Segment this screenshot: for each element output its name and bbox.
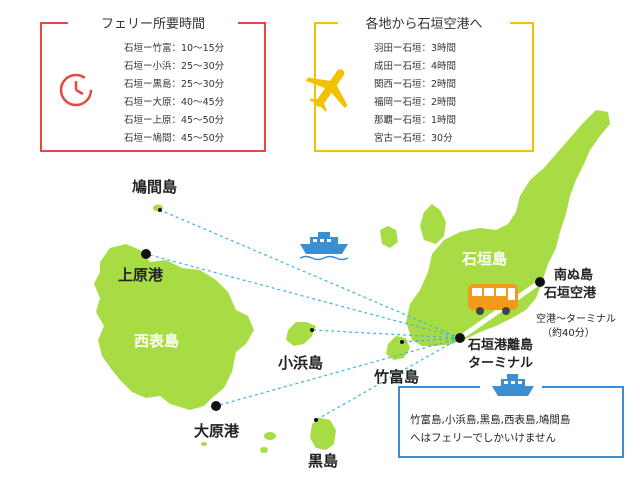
ishigaki-island xyxy=(406,110,610,346)
flight-route-row: 羽田ー石垣：3時間 xyxy=(374,43,457,54)
label-hatoma: 鳩間島 xyxy=(132,178,178,196)
route-ohara xyxy=(215,337,461,407)
ship-icon xyxy=(490,372,536,402)
taketomi-island xyxy=(386,336,410,360)
label-airport-line1: 南ぬ島 xyxy=(554,268,594,283)
route-kuroshima xyxy=(315,337,461,421)
iriomote-island xyxy=(94,244,254,410)
note-line-2: へはフェリーでしかいけません xyxy=(410,432,557,444)
port-dot-kuroshima xyxy=(314,418,318,422)
port-dot-taketomi xyxy=(400,340,404,344)
kohama-island xyxy=(286,322,316,346)
flight-times-title: 各地から石垣空港へ xyxy=(316,13,532,32)
note-line-1: 竹富島,小浜島,黒島,西表島,鳩間島 xyxy=(410,414,571,426)
clock-icon xyxy=(59,73,93,107)
bus-route-label: 空港〜ターミナル xyxy=(536,314,616,325)
route-taketomi xyxy=(401,337,461,343)
ishigaki-peninsula xyxy=(420,204,446,244)
ferry-times-title: フェリー所要時間 xyxy=(42,13,264,32)
flight-times-box: 各地から石垣空港へ 羽田ー石垣：3時間 成田ー石垣：4時間 関西ー石垣：2時間 … xyxy=(305,17,534,152)
islet xyxy=(260,447,268,453)
label-ohara: 大原港 xyxy=(194,422,240,440)
label-terminal-line1: 石垣港離島 xyxy=(468,338,534,353)
port-dot-kohama xyxy=(310,328,314,332)
label-kuroshima: 黒島 xyxy=(308,452,339,470)
flight-route-row: 福岡ー石垣：2時間 xyxy=(374,97,457,108)
port-dot-hatoma xyxy=(158,208,162,212)
airplane-icon xyxy=(305,69,348,112)
port-dot-airport xyxy=(535,277,545,287)
label-iriomote: 西表島 xyxy=(134,332,180,350)
ferry-only-note: 竹富島,小浜島,黒島,西表島,鳩間島 へはフェリーでしかいけません xyxy=(398,372,624,458)
ferry-route-row: 石垣ー上原：45〜50分 xyxy=(124,115,225,126)
label-airport-line2: 石垣空港 xyxy=(544,286,597,301)
label-taketomi: 竹富島 xyxy=(374,368,420,386)
route-kohama xyxy=(311,329,461,339)
bus-duration-label: （約40分） xyxy=(542,328,595,339)
ferry-route-row: 石垣ー鳩間：45〜50分 xyxy=(124,133,225,144)
port-dot-uehara xyxy=(141,249,151,259)
ferry-route-row: 石垣ー小浜：25〜30分 xyxy=(124,61,225,72)
label-ishigaki: 石垣島 xyxy=(462,250,508,268)
label-kohama: 小浜島 xyxy=(278,354,324,372)
port-dot-terminal xyxy=(455,333,465,343)
flight-route-row: 宮古ー石垣：30分 xyxy=(374,133,453,144)
ferry-route-row: 石垣ー黒島：25〜30分 xyxy=(124,79,225,90)
ferry-route-row: 石垣ー竹富：10〜15分 xyxy=(124,43,225,54)
bus-icon xyxy=(468,284,518,315)
ferry-route-row: 石垣ー大原：40〜45分 xyxy=(124,97,225,108)
islet xyxy=(264,432,276,440)
ferry-times-box: フェリー所要時間 石垣ー竹富：10〜15分 石垣ー小浜：25〜30分 石垣ー黒島… xyxy=(40,17,266,152)
route-uehara xyxy=(145,253,461,339)
ishigaki-cape xyxy=(380,226,398,248)
flight-route-row: 那覇ー石垣：1時間 xyxy=(374,115,457,126)
label-terminal-line2: ターミナル xyxy=(468,356,534,371)
flight-route-row: 成田ー石垣：4時間 xyxy=(374,61,457,72)
label-uehara: 上原港 xyxy=(118,266,164,284)
ship-icon xyxy=(299,232,349,261)
route-hatoma xyxy=(159,209,461,339)
ferry-routes xyxy=(145,209,461,421)
kuroshima-island xyxy=(310,418,336,450)
flight-route-row: 関西ー石垣：2時間 xyxy=(374,79,457,90)
islet xyxy=(201,442,207,446)
port-dot-ohara xyxy=(211,401,221,411)
